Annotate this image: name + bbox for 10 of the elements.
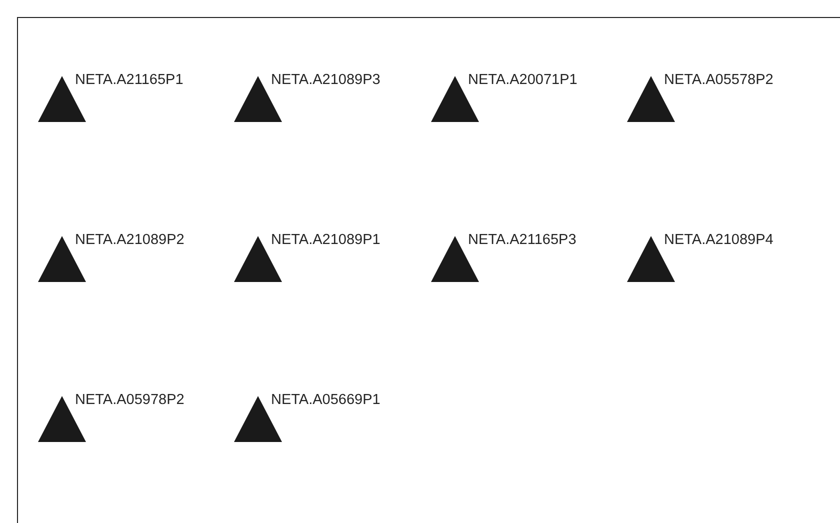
code-label: NETA.A21165P3 bbox=[468, 232, 576, 248]
code-label: NETA.A20071P1 bbox=[468, 72, 578, 88]
code-label: NETA.A05578P2 bbox=[664, 72, 774, 88]
code-label: NETA.A05669P1 bbox=[271, 392, 380, 408]
code-label: NETA.A21089P4 bbox=[664, 232, 774, 248]
code-label: NETA.A21089P1 bbox=[271, 232, 380, 248]
code-label: NETA.A05978P2 bbox=[75, 392, 184, 408]
code-label: NETA.A21089P2 bbox=[75, 232, 184, 248]
code-label: NETA.A21089P3 bbox=[271, 72, 380, 88]
code-label: NETA.A21165P1 bbox=[75, 72, 184, 88]
